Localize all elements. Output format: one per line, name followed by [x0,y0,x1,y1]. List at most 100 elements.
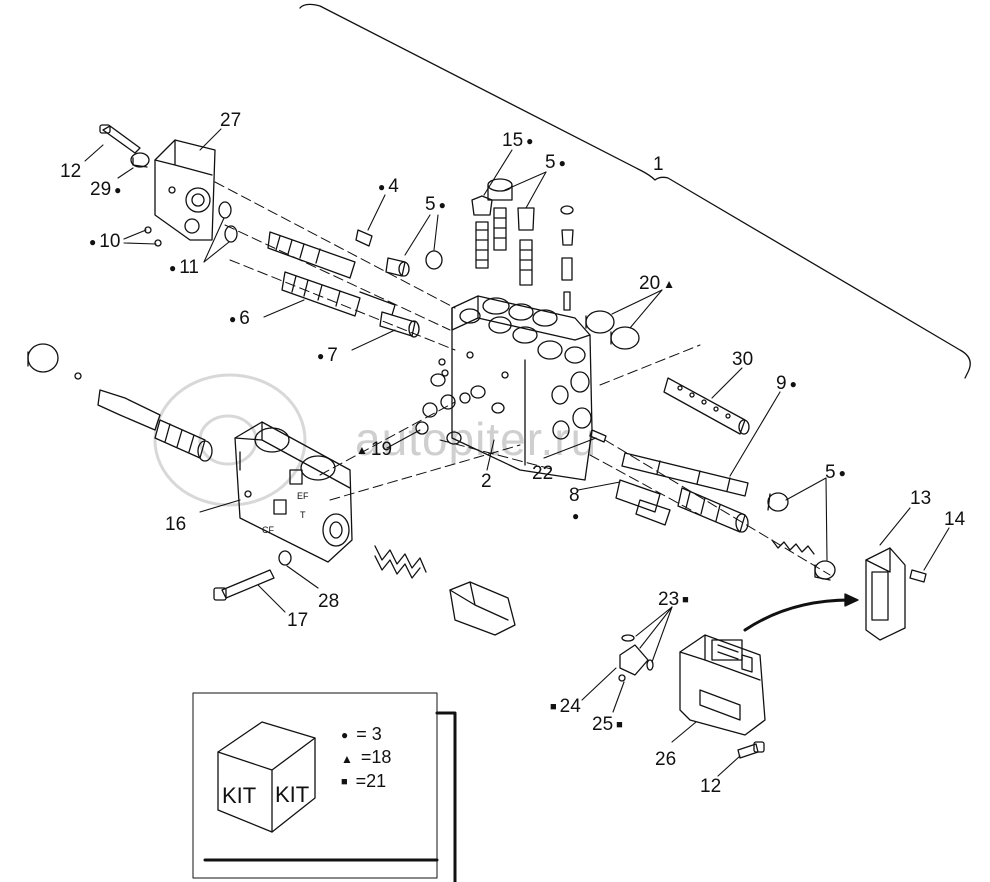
part-label-23: 23■ [658,590,692,610]
kit-legend-row: ■ =21 [338,770,391,793]
part-number: 19 [370,439,393,461]
spools-6 [267,231,396,317]
square-symbol-icon: ■ [341,775,348,788]
relief-cartridges-15 [471,178,574,311]
kit-legend: ● = 3 ▲ =18 ■ =21 [338,723,391,793]
screw-12-top [99,124,141,154]
part-label-7: ●7 [314,346,338,366]
watermark-text: autopiter.ru [355,413,598,465]
part-label-5-upper-right: 5● [545,153,569,173]
part-label-26: 26 [655,749,677,770]
spool-19 [97,389,213,462]
end-block-16 [234,421,353,563]
kit-face-right: KIT [275,782,310,807]
part-number: 23 [658,589,680,611]
washer-28 [278,550,292,566]
part-label-6: ●6 [226,309,250,329]
kit-legend-value: =21 [350,770,387,791]
plugs-20 [585,310,640,350]
part-label-24: ■24 [547,697,581,717]
part-label-10: ●10 [86,232,120,252]
valve-body-2 [451,295,593,481]
kit-face-left: KIT [222,783,257,808]
part-label-29: 29● [90,180,124,200]
body-marking-t: T [300,510,306,520]
watermark-emblem [153,373,307,507]
cap-left [27,343,82,380]
sleeve-30 [663,377,750,435]
part-label-17: 17 [287,610,309,631]
body-marking-ef: EF [297,491,309,501]
part-label-5-right: 5● [825,463,849,483]
circle-symbol-icon: ● [317,349,325,363]
part-number: 20 [639,273,661,295]
part-number: 7 [327,345,338,367]
plug-4 [355,229,373,247]
part-label-20: 20▲ [639,274,678,294]
square-symbol-icon: ■ [682,594,689,606]
part-number: 8 [569,485,580,506]
kit-legend-row: ● = 3 [338,723,391,746]
screw-14 [909,569,927,583]
circle-symbol-icon: ● [558,156,566,170]
plug-29 [130,152,150,168]
part-label-8: 8● [569,486,582,526]
cap-5-lower [814,560,836,581]
kit-legend-box [192,692,457,882]
circle-symbol-icon: ● [789,377,797,391]
kit-legend-row: ▲ =18 [338,746,391,769]
circle-symbol-icon: ● [572,509,580,523]
spool-9 [621,452,749,497]
kit-legend-value: = 3 [351,724,382,744]
circle-symbol-icon: ● [169,261,177,275]
circle-symbol-icon: ● [229,312,237,326]
part-number: 11 [179,257,199,279]
spring-right [771,539,815,555]
part-label-1: 1 [653,154,664,175]
circle-symbol-icon: ● [341,728,349,743]
circle-symbol-icon: ● [838,466,846,480]
cover-plate-13 [865,547,906,641]
part-label-9: 9● [776,374,800,394]
part-number: 24 [559,696,581,718]
part-label-4: ●4 [375,177,399,197]
assembly-bracket [299,3,971,379]
triangle-symbol-icon: ▲ [356,443,368,457]
part-label-12-top: 12 [60,161,82,182]
part-label-15: 15● [502,131,536,151]
part-number: 4 [388,176,399,198]
body-marking-cf: CF [262,525,274,535]
part-number: 25 [592,714,614,736]
circle-symbol-icon: ● [378,180,386,194]
part-number: 5 [545,152,556,174]
part-number: 10 [99,231,121,253]
part-number: 5 [825,462,836,484]
plug-cap-lower [449,581,516,636]
part-number: 29 [90,179,112,201]
part-number: 6 [239,308,250,330]
plugs-5-left [385,250,443,277]
gaskets-23 [618,634,654,682]
part-label-28: 28 [318,591,340,612]
circle-symbol-icon: ● [89,235,97,249]
plug-5-right [767,492,789,512]
part-label-30: 30 [732,349,754,370]
part-number: 15 [502,130,524,152]
part-label-11: ●11 [166,258,199,278]
arrow-curve [743,593,859,632]
part-label-14: 14 [944,509,966,530]
square-symbol-icon: ■ [550,701,557,713]
part-label-13: 13 [910,488,932,509]
circle-symbol-icon: ● [438,198,446,212]
pin-22 [589,429,607,443]
circle-symbol-icon: ● [526,134,534,148]
triangle-symbol-icon: ▲ [341,751,353,766]
part-label-5-upper-left: 5● [425,195,449,215]
circle-symbol-icon: ● [114,183,122,197]
bolt-17 [213,569,275,601]
part-label-27: 27 [220,110,242,131]
square-symbol-icon: ■ [616,719,623,731]
part-number: 9 [776,373,787,395]
